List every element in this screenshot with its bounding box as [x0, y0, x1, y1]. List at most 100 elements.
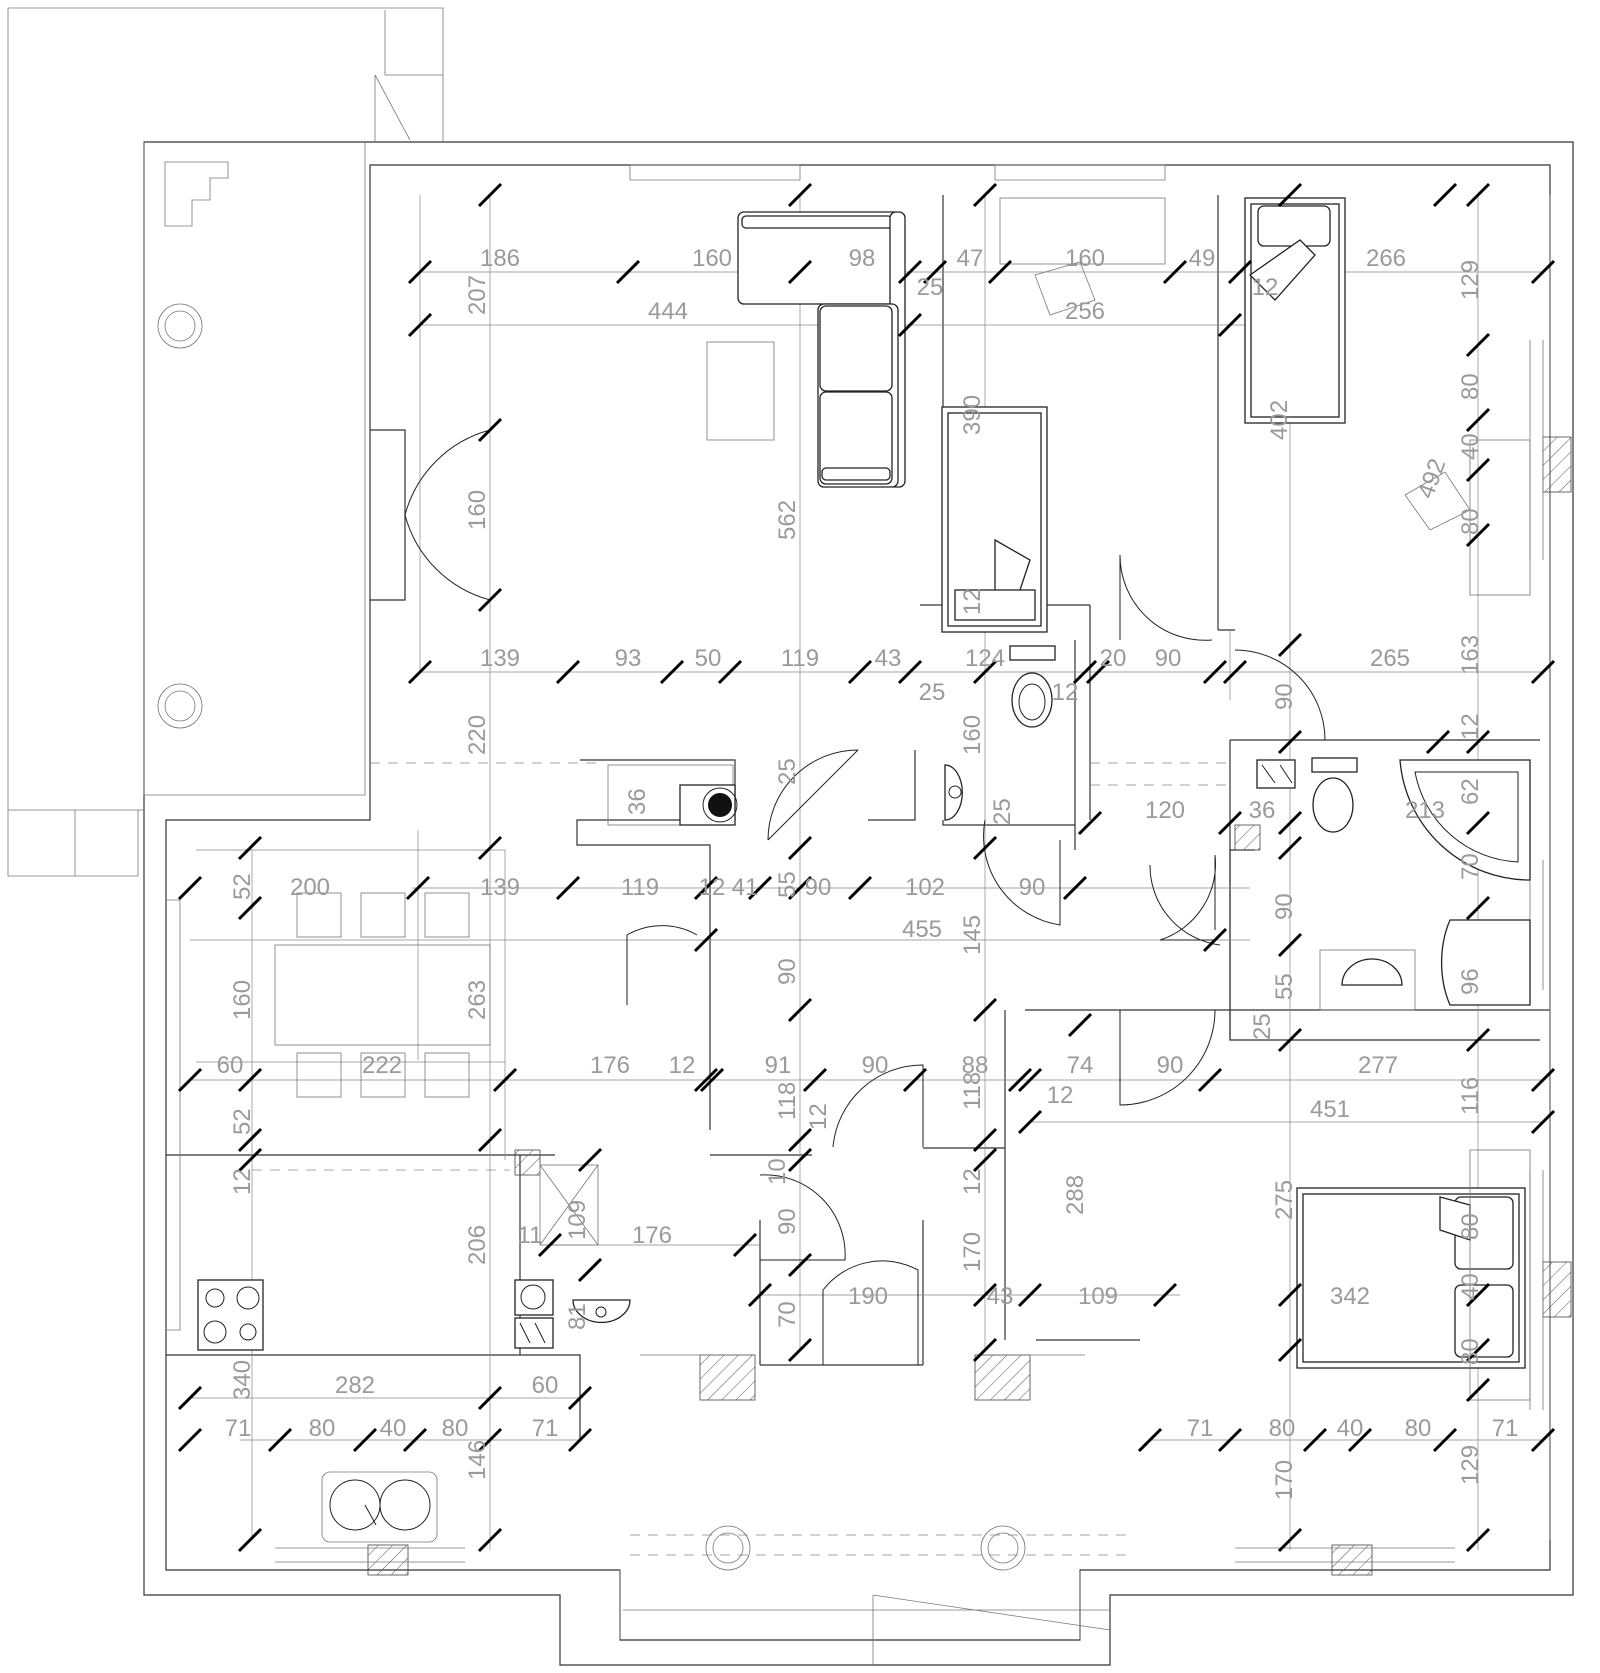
- dimension-tick: [897, 659, 923, 685]
- dimension-tick: [405, 875, 431, 901]
- columns: [367, 436, 1572, 1576]
- dimension-tick: [1137, 1427, 1163, 1453]
- door-arc-wc: [1234, 649, 1326, 741]
- dim-label: 263: [464, 980, 491, 1020]
- dim-label: 71: [225, 1415, 252, 1442]
- dimension-tick: [1530, 259, 1556, 285]
- dim-label: 277: [1358, 1052, 1398, 1079]
- dimension-tick: [1277, 729, 1303, 755]
- dimension-tick: [787, 182, 813, 208]
- dimension-tick: [972, 1282, 998, 1308]
- door-arc-room: [1119, 554, 1213, 641]
- dim-label: 124: [965, 645, 1005, 672]
- dimension-tick: [987, 259, 1013, 285]
- dim-label: 129: [1457, 1445, 1484, 1485]
- dimension-tick: [972, 835, 998, 861]
- shower: [539, 1164, 599, 1246]
- dim-label: 80: [442, 1415, 469, 1442]
- toilet-1: [1009, 645, 1056, 728]
- dim-label: 12: [959, 588, 986, 615]
- dim-label: 36: [624, 788, 651, 815]
- dim-label: 80: [1457, 508, 1484, 535]
- dim-label: 80: [1457, 373, 1484, 400]
- dimension-tick: [237, 1147, 263, 1173]
- dim-label: 10: [764, 1158, 791, 1185]
- dim-label: 25: [919, 679, 946, 706]
- dimension-tick: [1202, 927, 1228, 953]
- dimension-tick: [1017, 1282, 1043, 1308]
- dimension-tick: [972, 997, 998, 1023]
- dimension-tick: [1465, 810, 1491, 836]
- dim-label: 80: [1405, 1415, 1432, 1442]
- dim-label: 70: [774, 1301, 801, 1328]
- dimension-tick: [407, 659, 433, 685]
- dimension-tick: [177, 1067, 203, 1093]
- washbasin-1: [944, 764, 963, 821]
- stove-unit: [607, 764, 738, 826]
- dimension-tick: [1465, 1027, 1491, 1053]
- dim-label: 80: [1457, 1213, 1484, 1240]
- desk: [999, 197, 1166, 265]
- dim-label: 55: [1271, 973, 1298, 1000]
- door-arc-hall-1: [767, 749, 859, 841]
- dimension-tick: [787, 1252, 813, 1278]
- dim-label: 186: [480, 245, 520, 272]
- dimension-tick: [477, 587, 503, 613]
- dim-label: 390: [959, 395, 986, 435]
- dimension-tick: [1347, 1427, 1373, 1453]
- dim-label: 60: [532, 1372, 559, 1399]
- dim-label: 12: [699, 874, 726, 901]
- dining-set: [274, 892, 491, 1098]
- dim-label: 12: [1052, 679, 1079, 706]
- dim-label: 49: [1189, 245, 1216, 272]
- dimension-tick: [477, 835, 503, 861]
- dimension-tick: [1465, 407, 1491, 433]
- dimension-tick: [1227, 259, 1253, 285]
- dimension-tick: [972, 1337, 998, 1363]
- dim-label: 120: [1145, 797, 1185, 824]
- dim-label: 12: [1047, 1082, 1074, 1109]
- dimension-tick: [1530, 659, 1556, 685]
- door-arc-corridor: [759, 1174, 846, 1261]
- dim-label: 12: [805, 1103, 832, 1130]
- dim-label: 80: [309, 1415, 336, 1442]
- dimension-tick: [177, 1427, 203, 1453]
- dim-label: 200: [290, 874, 330, 901]
- dimension-tick: [1162, 259, 1188, 285]
- dimension-tick: [567, 1385, 593, 1411]
- coffee-table: [706, 341, 775, 441]
- sofa: [737, 211, 906, 488]
- door-arc-bedroom: [1159, 854, 1216, 941]
- dim-label: 74: [1067, 1052, 1094, 1079]
- dim-label: 70: [1457, 853, 1484, 880]
- dimension-tick: [1277, 1527, 1303, 1553]
- dim-label: 52: [229, 873, 256, 900]
- dimension-tick: [699, 1067, 725, 1093]
- dim-label: 190: [848, 1283, 888, 1310]
- dimension-tick: [237, 835, 263, 861]
- dimension-tick: [1217, 312, 1243, 338]
- dimension-tick: [787, 1337, 813, 1363]
- dimension-tick: [732, 1232, 758, 1258]
- dimension-tick: [922, 259, 948, 285]
- dimension-tick: [555, 659, 581, 685]
- dimension-tick: [1072, 659, 1098, 685]
- washbasin-2: [572, 1299, 631, 1323]
- toilet-2: [1311, 757, 1358, 833]
- dim-label: 71: [1187, 1415, 1214, 1442]
- dimension-ticks: [177, 182, 1556, 1553]
- bathtub: [1399, 759, 1531, 881]
- dim-label: 109: [1078, 1283, 1118, 1310]
- dimension-tick: [1277, 182, 1303, 208]
- dimension-tick: [787, 259, 813, 285]
- dimension-tick: [897, 312, 923, 338]
- dim-label: 342: [1330, 1283, 1370, 1310]
- dimension-tick: [1062, 875, 1088, 901]
- dim-label: 282: [335, 1372, 375, 1399]
- dim-label: 25: [917, 274, 944, 301]
- dimension-tick: [577, 1147, 603, 1173]
- dimension-tick: [1425, 729, 1451, 755]
- dimension-tick: [972, 182, 998, 208]
- dim-label: 43: [987, 1283, 1014, 1310]
